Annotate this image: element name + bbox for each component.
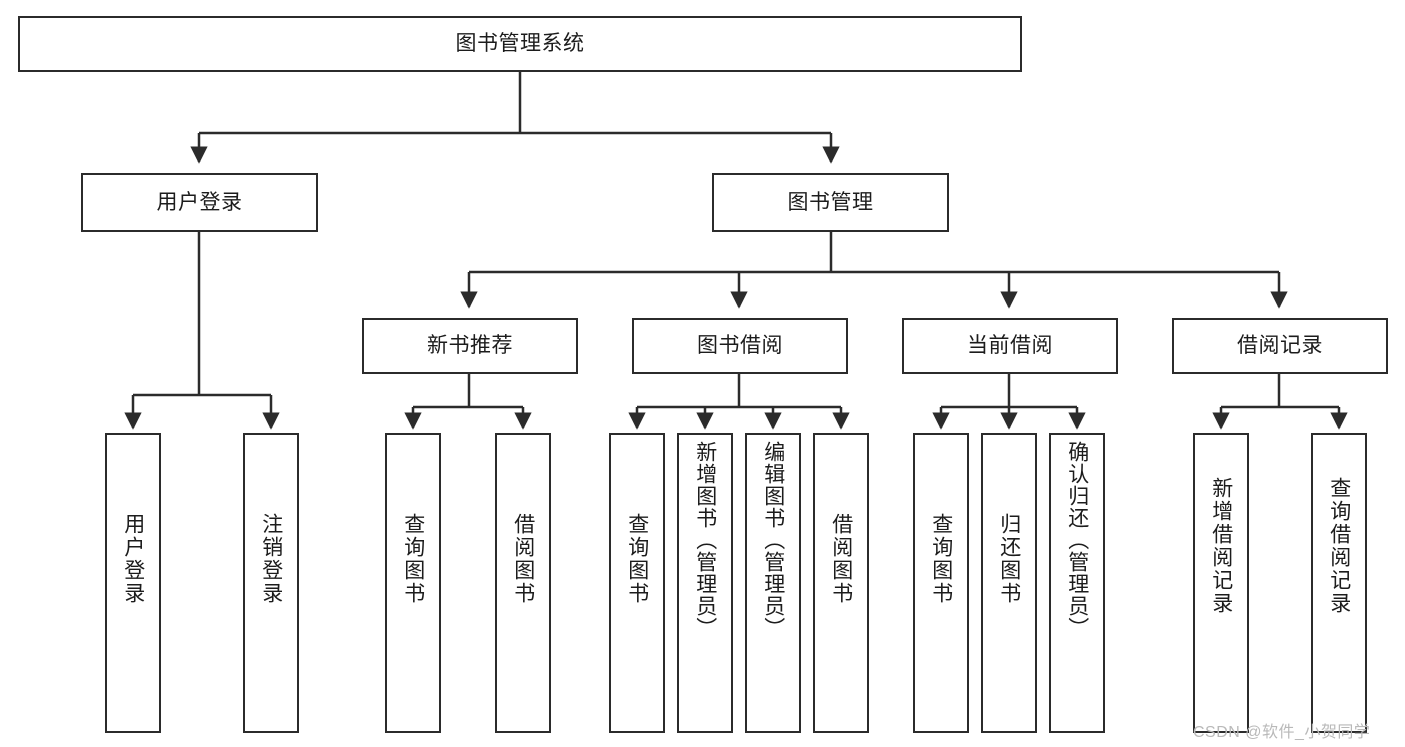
node-leaf-label: 查询借阅记录	[1327, 477, 1351, 615]
node-leaf-borrow-query[interactable]: 查询图书	[609, 433, 665, 733]
node-leaf-label: 借阅图书	[829, 513, 853, 605]
node-new-book-recommend-label: 新书推荐	[427, 334, 513, 358]
node-leaf-borrow-edit-book-admin[interactable]: 编辑图书（管理员）	[745, 433, 801, 733]
node-leaf-label: 注销登录	[259, 513, 283, 605]
node-book-borrow[interactable]: 图书借阅	[632, 318, 848, 374]
node-leaf-borrow-borrow-book[interactable]: 借阅图书	[813, 433, 869, 733]
node-user-login-label: 用户登录	[156, 190, 243, 214]
node-leaf-user-login-signout[interactable]: 注销登录	[243, 433, 299, 733]
node-leaf-label: 归还图书	[997, 513, 1021, 605]
node-leaf-label: 查询图书	[929, 513, 953, 605]
node-current-borrow[interactable]: 当前借阅	[902, 318, 1118, 374]
node-new-book-recommend[interactable]: 新书推荐	[362, 318, 578, 374]
node-leaf-new-book-query[interactable]: 查询图书	[385, 433, 441, 733]
node-leaf-current-query[interactable]: 查询图书	[913, 433, 969, 733]
node-leaf-label: 借阅图书	[511, 513, 535, 605]
node-root-book-management-system[interactable]: 图书管理系统	[18, 16, 1022, 72]
node-book-management-label: 图书管理	[787, 190, 874, 214]
node-leaf-label: 编辑图书（管理员）	[761, 441, 785, 639]
node-current-borrow-label: 当前借阅	[967, 334, 1053, 358]
node-leaf-label: 新增图书（管理员）	[693, 441, 717, 639]
node-borrow-record-label: 借阅记录	[1237, 334, 1323, 358]
node-book-borrow-label: 图书借阅	[697, 334, 783, 358]
node-leaf-record-query[interactable]: 查询借阅记录	[1311, 433, 1367, 733]
node-book-management[interactable]: 图书管理	[712, 173, 949, 232]
node-leaf-current-return[interactable]: 归还图书	[981, 433, 1037, 733]
node-leaf-new-book-borrow[interactable]: 借阅图书	[495, 433, 551, 733]
node-user-login[interactable]: 用户登录	[81, 173, 318, 232]
node-leaf-label: 查询图书	[401, 513, 425, 605]
node-leaf-label: 新增借阅记录	[1209, 477, 1233, 615]
node-leaf-label: 确认归还（管理员）	[1065, 441, 1089, 639]
node-root-label: 图书管理系统	[455, 32, 585, 56]
node-leaf-record-add[interactable]: 新增借阅记录	[1193, 433, 1249, 733]
node-leaf-borrow-add-book-admin[interactable]: 新增图书（管理员）	[677, 433, 733, 733]
node-leaf-current-confirm-return-admin[interactable]: 确认归还（管理员）	[1049, 433, 1105, 733]
node-borrow-record[interactable]: 借阅记录	[1172, 318, 1388, 374]
node-leaf-user-login-signin[interactable]: 用户登录	[105, 433, 161, 733]
node-leaf-label: 查询图书	[625, 513, 649, 605]
node-leaf-label: 用户登录	[121, 513, 145, 605]
